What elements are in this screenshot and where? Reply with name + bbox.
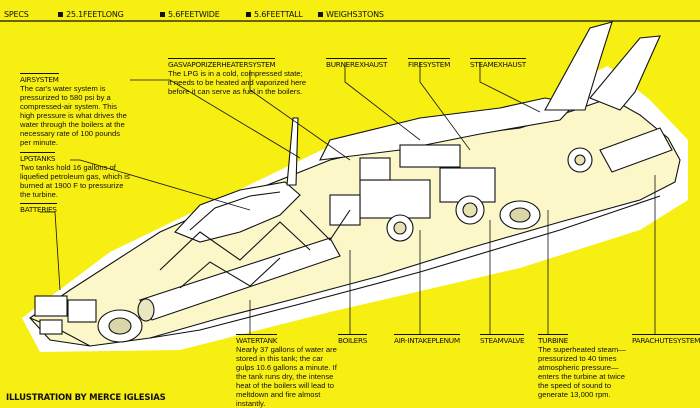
spec-width: 5.6FEETWIDE xyxy=(160,10,220,19)
callout-airsystem: AIRSYSTEM The car's water system is pres… xyxy=(20,73,132,147)
spec-height: 5.6FEETTALL xyxy=(246,10,303,19)
illustration-credit: ILLUSTRATION BY MERCE IGLESIAS xyxy=(6,393,166,403)
callout-steamexhaust: STEAMEXHAUST xyxy=(470,58,526,69)
callout-text: Nearly 37 gallons of water are stored in… xyxy=(236,345,337,408)
callout-boilers: BOILERS xyxy=(338,334,368,345)
callout-batteries: BATTERIES xyxy=(20,203,57,214)
callout-lpgtanks: LPGTANKS Two tanks hold 16 gallons of li… xyxy=(20,152,132,199)
callout-title: TURBINE xyxy=(538,334,568,345)
callout-parachute: PARACHUTESYSTEM xyxy=(632,334,700,345)
callout-title: LPGTANKS xyxy=(20,152,56,163)
callout-firesystem: FIRESYSTEM xyxy=(408,58,451,69)
spec-label: SPECS xyxy=(4,10,29,19)
callout-watertank: WATERTANK Nearly 37 gallons of water are… xyxy=(236,334,340,408)
callout-airintake: AIR-INTAKEPLENUM xyxy=(394,334,460,345)
callout-text: The car's water system is pressurized to… xyxy=(20,84,127,147)
leader-lines xyxy=(40,62,656,335)
callout-turbine: TURBINE The superheated steam—pressurize… xyxy=(538,334,626,399)
callout-steamvalve: STEAMVALVE xyxy=(480,334,525,345)
callout-burnerexhaust: BURNEREXHAUST xyxy=(326,58,388,69)
spec-bar: SPECS 25.1FEETLONG 5.6FEETWIDE 5.6FEETTA… xyxy=(0,0,700,22)
callout-text: The LPG is in a cold, compressed state; … xyxy=(168,69,307,96)
car-body xyxy=(29,21,681,347)
callout-text: Two tanks hold 16 gallons of liquefied p… xyxy=(20,163,130,199)
callout-title: AIRSYSTEM xyxy=(20,73,59,84)
callout-title: GASVAPORIZERHEATERSYSTEM xyxy=(168,58,276,69)
callout-gasvaporizer: GASVAPORIZERHEATERSYSTEM The LPG is in a… xyxy=(168,58,308,96)
spec-length: 25.1FEETLONG xyxy=(58,10,124,19)
callout-text: The superheated steam—pressurized to 40 … xyxy=(538,345,626,399)
spec-weight: WEIGHS3TONS xyxy=(318,10,384,19)
callout-title: WATERTANK xyxy=(236,334,278,345)
